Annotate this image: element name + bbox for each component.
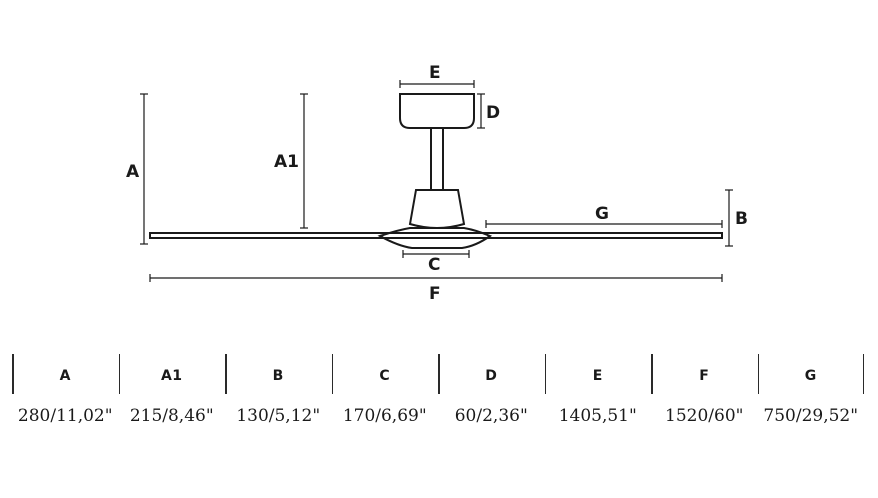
label-d: D <box>486 103 500 123</box>
column-divider <box>651 354 653 394</box>
label-e: E <box>429 63 441 83</box>
column-divider <box>862 354 864 394</box>
dimension-column-a: A 280/11,02" <box>12 354 119 426</box>
dimension-value: 170/6,69" <box>342 406 427 426</box>
dimension-value: 280/11,02" <box>17 406 113 426</box>
dimension-value: 1520/60" <box>665 406 744 426</box>
dimension-column-b: B 130/5,12" <box>225 354 332 426</box>
label-a1: A1 <box>274 152 299 172</box>
label-c: C <box>428 255 440 275</box>
dimension-column-d: D 60/2,36" <box>438 354 545 426</box>
fan-motor-housing <box>408 189 466 229</box>
dimension-column-f: F 1520/60" <box>651 354 758 426</box>
dimension-header: A <box>59 368 71 384</box>
column-divider <box>12 354 14 394</box>
column-divider <box>544 354 546 394</box>
column-divider <box>331 354 333 394</box>
column-divider <box>757 354 759 394</box>
dimension-value: 130/5,12" <box>236 406 321 426</box>
label-g: G <box>595 204 609 224</box>
fan-downrod <box>430 127 444 191</box>
label-b: B <box>735 209 748 229</box>
dimension-column-a1: A1 215/8,46" <box>118 354 226 426</box>
dimension-value: 750/29,52" <box>763 406 859 426</box>
fan-blades <box>149 232 723 239</box>
dimension-header: F <box>699 368 710 384</box>
dimension-value: 60/2,36" <box>454 406 528 426</box>
dimension-header: C <box>379 368 391 384</box>
column-divider <box>118 354 120 394</box>
column-divider <box>225 354 227 394</box>
dimension-header: A1 <box>160 368 183 384</box>
fan-canopy <box>399 93 475 129</box>
dimension-header: G <box>804 368 817 384</box>
label-a: A <box>126 162 140 182</box>
dimension-column-g: G 750/29,52" <box>757 354 864 426</box>
dimension-column-c: C 170/6,69" <box>331 354 439 426</box>
dimensions-table: A 280/11,02" A1 215/8,46" B 130/5,12" C 170/6,6… <box>12 354 864 426</box>
fan-lower-hub <box>377 227 493 249</box>
dimension-header: E <box>592 368 603 384</box>
column-divider <box>438 354 440 394</box>
dimension-header: B <box>272 368 284 384</box>
dimension-header: D <box>485 368 498 384</box>
ceiling-fan-dimension-diagram: A A1 D E G B C F <box>126 63 748 304</box>
dimension-column-e: E 1405,51" <box>544 354 652 426</box>
label-f: F <box>429 284 441 304</box>
dimension-value: 215/8,46" <box>129 406 214 426</box>
dimension-value: 1405,51" <box>558 406 637 426</box>
